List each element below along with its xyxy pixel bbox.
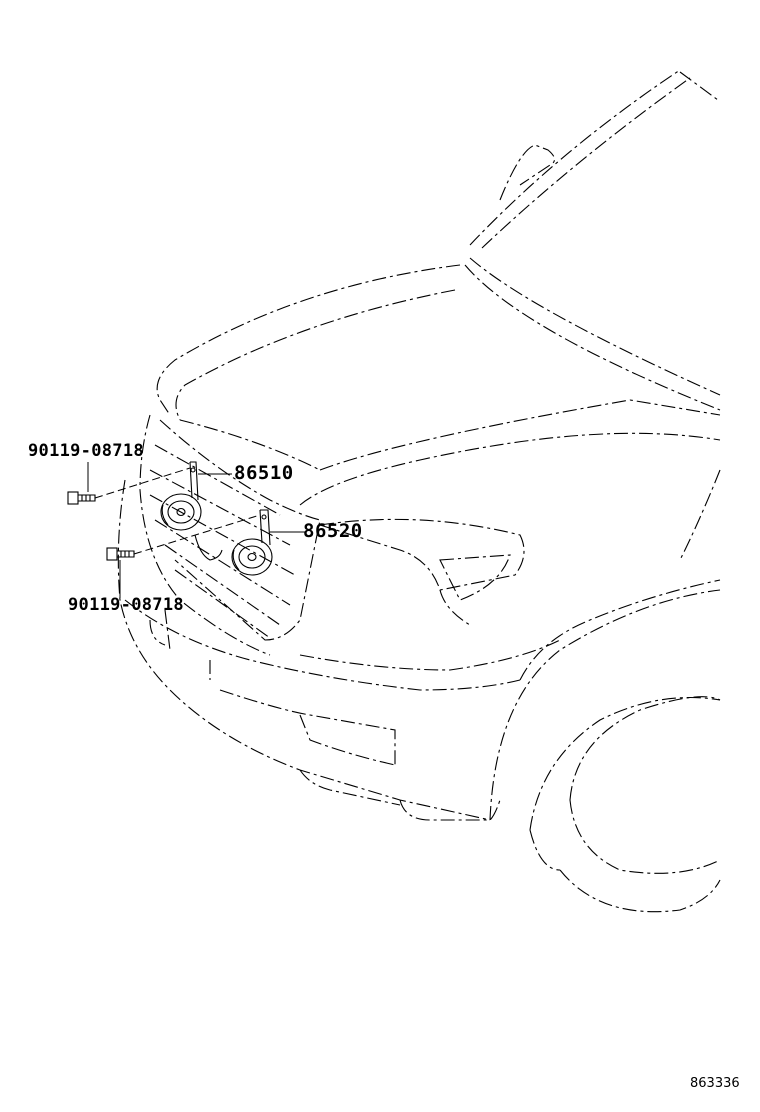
part-label-horn-low: 86520 [303, 520, 363, 542]
part-label-horn-high: 86510 [234, 462, 294, 484]
grille-outline [139, 414, 321, 656]
horn-low [194, 509, 273, 576]
illustration-id: 863336 [690, 1076, 740, 1091]
headlamp-outline [319, 518, 525, 626]
bolt-upper [67, 491, 96, 505]
part-label-bolt-upper: 90119-08718 [28, 441, 144, 461]
wheel-outline [489, 469, 721, 913]
windshield-outline [469, 69, 719, 249]
part-label-bolt-lower: 90119-08718 [68, 595, 184, 615]
horn-high [160, 461, 202, 531]
hood-outline [156, 257, 721, 506]
bolt-lower [106, 547, 135, 561]
bumper-outline [117, 479, 561, 821]
leader-lines [87, 462, 305, 598]
